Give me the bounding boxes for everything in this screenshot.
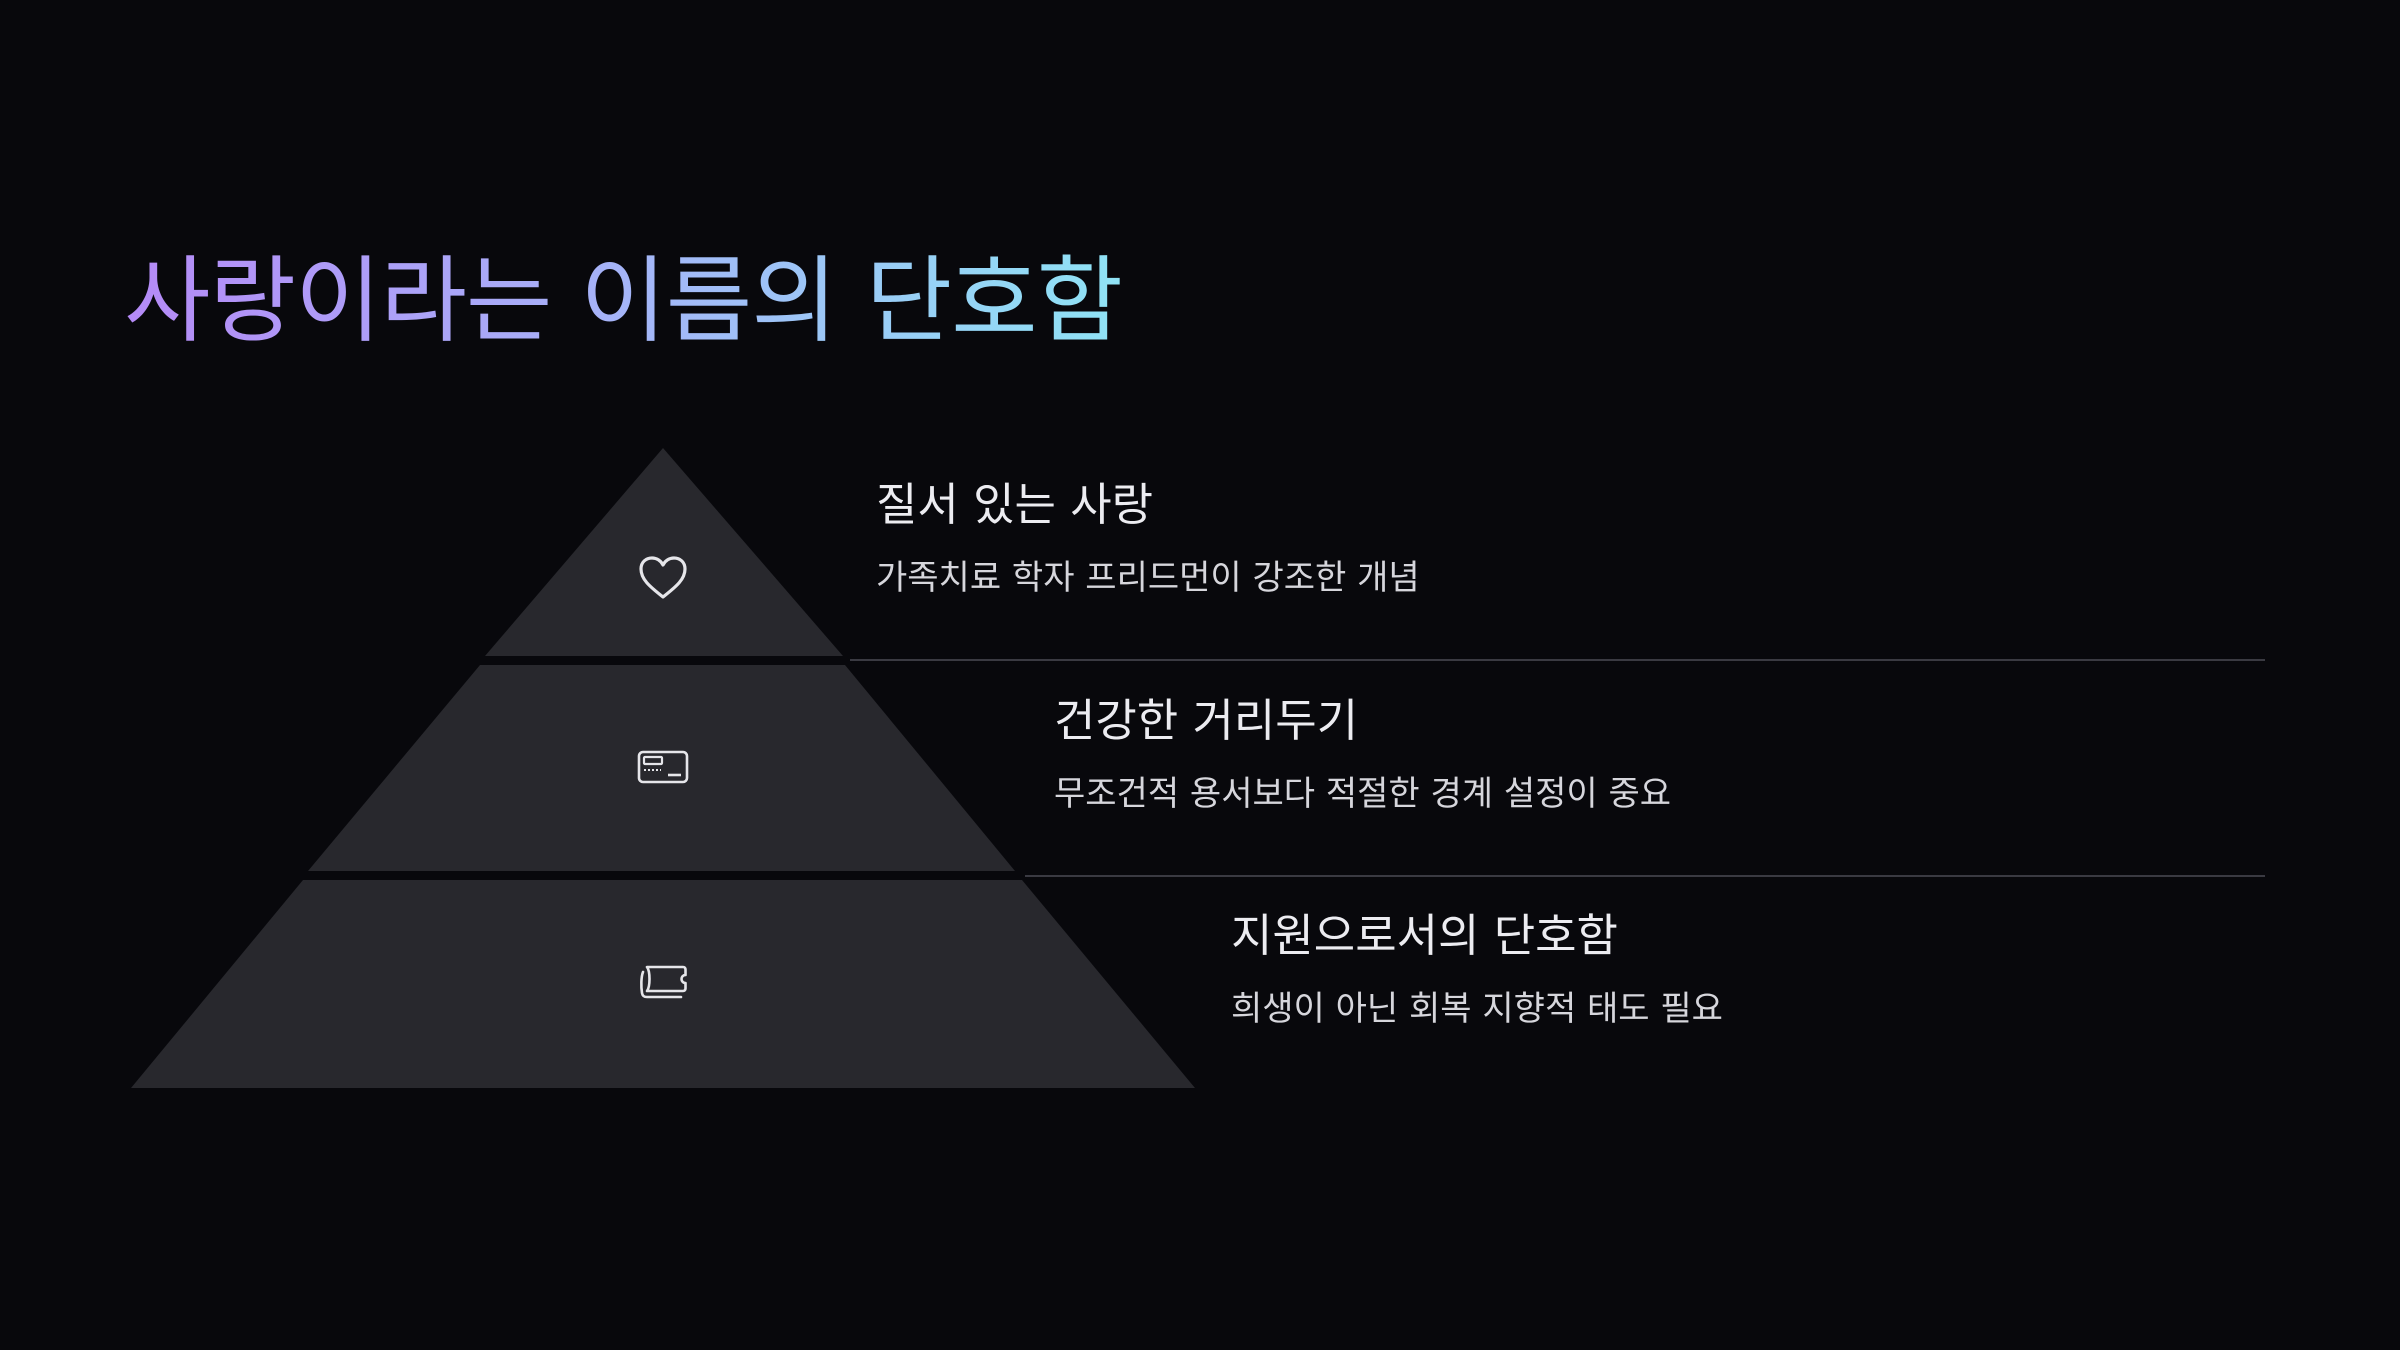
level-1-description: 가족치료 학자 프리드먼이 강조한 개념: [876, 558, 1420, 598]
divider-1: [850, 659, 2265, 661]
level-3-description: 희생이 아닌 회복 지향적 태도 필요: [1231, 989, 1723, 1029]
level-2-description: 무조건적 용서보다 적절한 경계 설정이 중요: [1054, 774, 1672, 814]
level-1-text: 질서 있는 사랑 가족치료 학자 프리드먼이 강조한 개념: [876, 478, 1420, 599]
level-3-text: 지원으로서의 단호함 희생이 아닌 회복 지향적 태도 필요: [1231, 909, 1723, 1030]
level-2-text: 건강한 거리두기 무조건적 용서보다 적절한 경계 설정이 중요: [1054, 694, 1671, 815]
slide-title: 사랑이라는 이름의 단호함: [124, 246, 1123, 359]
divider-2: [1025, 875, 2265, 877]
pyramid-tier-middle: [308, 665, 1015, 871]
level-2-heading: 건강한 거리두기: [1054, 694, 1359, 747]
heart-icon: [639, 556, 687, 599]
id-card-icon: [637, 750, 689, 784]
level-1-heading: 질서 있는 사랑: [876, 478, 1154, 531]
pyramid-tier-bottom: [131, 880, 1195, 1088]
ticket-icon: [640, 965, 687, 999]
level-3-heading: 지원으로서의 단호함: [1231, 909, 1618, 962]
pyramid-tier-top: [485, 448, 843, 656]
